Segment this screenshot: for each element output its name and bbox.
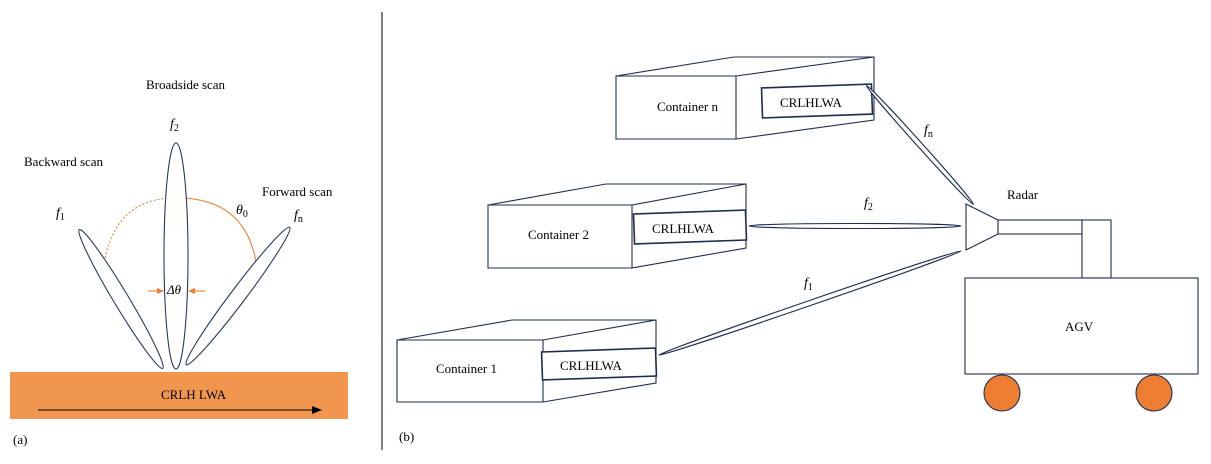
radar-horn — [965, 203, 999, 251]
propagation-arrowhead — [312, 406, 322, 414]
panel-b: Container n CRLHLWA Container 2 CRLHLWA … — [396, 56, 1199, 444]
lobe-broadside — [163, 142, 189, 370]
container-1-antenna-box — [540, 347, 658, 381]
radar: Radar — [965, 187, 1112, 279]
theta0-label: θ0 — [236, 203, 248, 220]
broadside-scan-label: Broadside scan — [146, 77, 226, 92]
container-2-label: Container 2 — [528, 227, 589, 242]
f1-label: f1 — [56, 206, 65, 223]
container-1-antenna-label: CRLHLWA — [560, 358, 622, 373]
radar-label: Radar — [1007, 187, 1039, 202]
backward-scan-arc — [102, 197, 173, 271]
agv-wheel-right — [1135, 374, 1173, 412]
delta-theta-arrowhead-right — [188, 288, 195, 294]
agv-body — [964, 277, 1199, 375]
agv: AGV — [964, 277, 1199, 412]
antenna-label: CRLH LWA — [161, 387, 227, 402]
f2-label: f2 — [170, 117, 179, 134]
container-1-label: Container 1 — [436, 361, 497, 376]
beam-f2 — [748, 222, 962, 230]
container-n: Container n CRLHLWA — [615, 56, 875, 140]
beam-fn — [865, 84, 975, 206]
container-2-antenna-label: CRLHLWA — [652, 221, 714, 236]
radar-arm — [997, 219, 1083, 235]
panel-a: CRLH LWA Δθ Broadside scan Backward scan… — [10, 77, 348, 447]
beam-f1-label: f1 — [804, 276, 813, 293]
delta-theta-label: Δθ — [166, 282, 182, 297]
container-n-label: Container n — [657, 99, 719, 114]
panel-b-tag: (b) — [399, 429, 414, 444]
agv-label: AGV — [1065, 319, 1094, 334]
beam-f2-label: f2 — [864, 196, 873, 213]
forward-scan-arc — [180, 197, 258, 269]
lobe-forward — [185, 226, 291, 366]
panel-a-tag: (a) — [13, 432, 27, 447]
container-2-antenna-box — [632, 209, 748, 245]
forward-scan-label: Forward scan — [262, 184, 333, 199]
beam-fn-label: fn — [924, 123, 933, 140]
container-n-antenna-box — [760, 83, 874, 119]
antenna-bar — [10, 372, 348, 419]
fn-label: fn — [294, 208, 303, 225]
container-n-antenna-label: CRLHLWA — [780, 95, 842, 110]
lobe-backward — [78, 228, 164, 370]
container-2: Container 2 CRLHLWA — [487, 183, 748, 269]
container-1: Container 1 CRLHLWA — [396, 319, 658, 403]
delta-theta-arrowhead-left — [157, 288, 164, 294]
backward-scan-label: Backward scan — [24, 154, 104, 169]
beam-f1 — [658, 250, 962, 356]
agv-wheel-left — [983, 374, 1021, 412]
radar-mast — [1081, 219, 1112, 279]
